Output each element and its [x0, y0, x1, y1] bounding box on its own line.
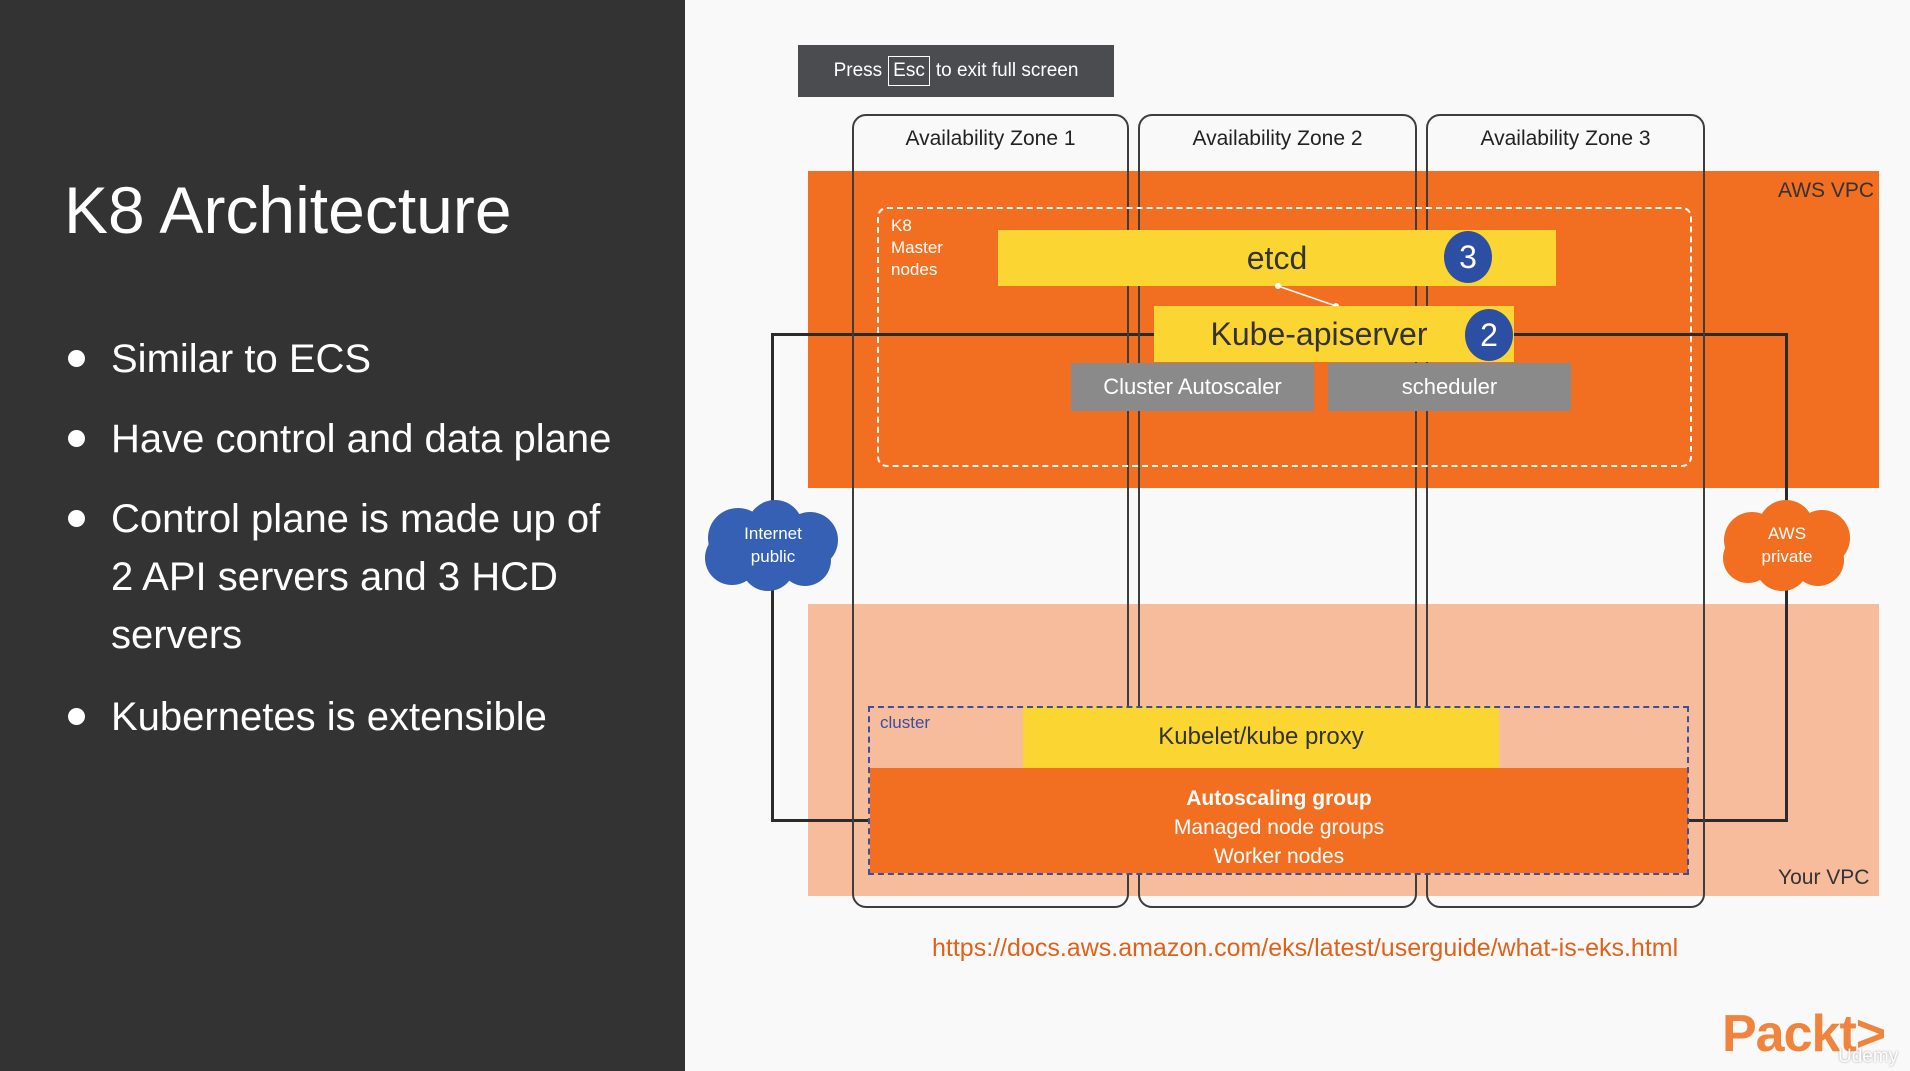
zone-label-1: Availability Zone 1: [905, 127, 1076, 150]
availability-zone-3: [1426, 114, 1705, 908]
master-label-line: nodes: [891, 260, 938, 279]
bullet-text: Control plane is made up of: [111, 497, 601, 541]
aws-private-cloud-label: AWS private: [1714, 522, 1860, 568]
etcd-count-badge: 3: [1444, 231, 1492, 283]
bullet-text: Have control and data plane: [111, 417, 612, 461]
master-label-line: K8: [891, 216, 912, 235]
master-nodes-label: K8 Master nodes: [891, 215, 943, 281]
cluster-autoscaler-label: Cluster Autoscaler: [1103, 374, 1282, 399]
slide-title: K8 Architecture: [64, 173, 512, 247]
master-label-line: Master: [891, 238, 943, 257]
cloud-label-line: Internet: [744, 524, 802, 543]
asg-title: Autoscaling group: [1186, 787, 1372, 810]
banner-rest-text: to exit full screen: [935, 60, 1079, 81]
bullet-dot-icon: [68, 430, 85, 447]
apiserver-box: Kube-apiserver: [1154, 306, 1514, 362]
scheduler-label: scheduler: [1401, 374, 1498, 399]
etcd-label: etcd: [1246, 239, 1308, 276]
cluster-autoscaler-box: Cluster Autoscaler: [1071, 363, 1314, 411]
cluster-box: [868, 706, 1689, 875]
aws-vpc-label: AWS VPC: [1778, 179, 1875, 202]
asg-line: Managed node groups: [1173, 816, 1385, 839]
connector-line: [1514, 333, 1788, 336]
apiserver-count-badge: 2: [1465, 309, 1513, 361]
bullet-dot-icon: [68, 350, 85, 367]
kubelet-box: Kubelet/kube proxy: [1023, 706, 1499, 768]
connector-line: [1687, 819, 1788, 822]
autoscaling-group-text: Autoscaling group Managed node groups Wo…: [870, 784, 1688, 871]
availability-zone-2: [1138, 114, 1417, 908]
bullet-text: Similar to ECS: [111, 337, 372, 381]
zone-label-2: Availability Zone 2: [1192, 127, 1363, 150]
bullet-dot-icon: [68, 510, 85, 527]
bullet-item: Similar to ECS: [64, 330, 624, 388]
bullet-text: servers: [111, 613, 243, 657]
connector-line: [771, 333, 1155, 336]
cluster-label: cluster: [880, 713, 931, 732]
udemy-watermark: Udemy: [1838, 1046, 1899, 1067]
bullet-text: 2 API servers and 3 HCD: [111, 555, 558, 599]
kubelet-label: Kubelet/kube proxy: [1158, 723, 1364, 750]
packt-logo: Packt>: [1722, 1005, 1886, 1063]
apiserver-label: Kube-apiserver: [1210, 315, 1428, 352]
reference-link[interactable]: https://docs.aws.amazon.com/eks/latest/u…: [932, 934, 1679, 962]
master-nodes-box: [877, 207, 1692, 467]
bullet-item: Have control and data plane: [64, 410, 624, 468]
asg-line: Worker nodes: [1213, 845, 1345, 868]
bullet-dot-icon: [68, 708, 85, 725]
cloud-label-line: AWS: [1767, 524, 1807, 543]
internet-cloud-label: Internet public: [700, 522, 846, 568]
banner-press-text: Press: [833, 60, 883, 81]
bullet-text: Kubernetes is extensible: [111, 695, 547, 739]
cloud-label-line: public: [750, 547, 796, 566]
connector-line: [771, 819, 870, 822]
aws-private-cloud-icon: [1723, 500, 1850, 591]
exit-fullscreen-banner[interactable]: Press Esc to exit full screen: [798, 45, 1114, 97]
autoscaling-group-box: [870, 768, 1688, 873]
scheduler-box: scheduler: [1328, 363, 1571, 411]
bullet-item: Kubernetes is extensible: [64, 688, 624, 746]
availability-zone-1: [852, 114, 1129, 908]
internet-cloud-icon: [705, 500, 838, 591]
slide-left-panel: K8 Architecture Similar to ECS Have cont…: [0, 0, 685, 1071]
bullet-item: Control plane is made up of 2 API server…: [64, 490, 624, 664]
esc-key: Esc: [888, 56, 930, 86]
cloud-label-line: private: [1761, 547, 1813, 566]
your-vpc-label: Your VPC: [1778, 866, 1870, 889]
zone-label-3: Availability Zone 3: [1480, 127, 1651, 150]
